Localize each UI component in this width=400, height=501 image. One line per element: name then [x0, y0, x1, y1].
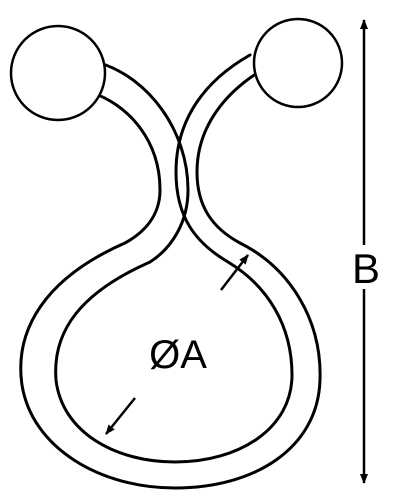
- left-knob-circle: [9, 24, 107, 122]
- clip-outer-outline: [19, 68, 322, 490]
- dimension-b-label: B: [352, 245, 380, 292]
- dimension-b-label-background: [348, 245, 382, 289]
- dimension-a-arrow-upper: [220, 254, 249, 291]
- clip-inner-outline: [54, 53, 294, 464]
- dimension-a-label: ØA: [149, 333, 207, 377]
- right-knob-circle: [252, 17, 344, 109]
- dimension-a-arrow-lower: [105, 397, 136, 435]
